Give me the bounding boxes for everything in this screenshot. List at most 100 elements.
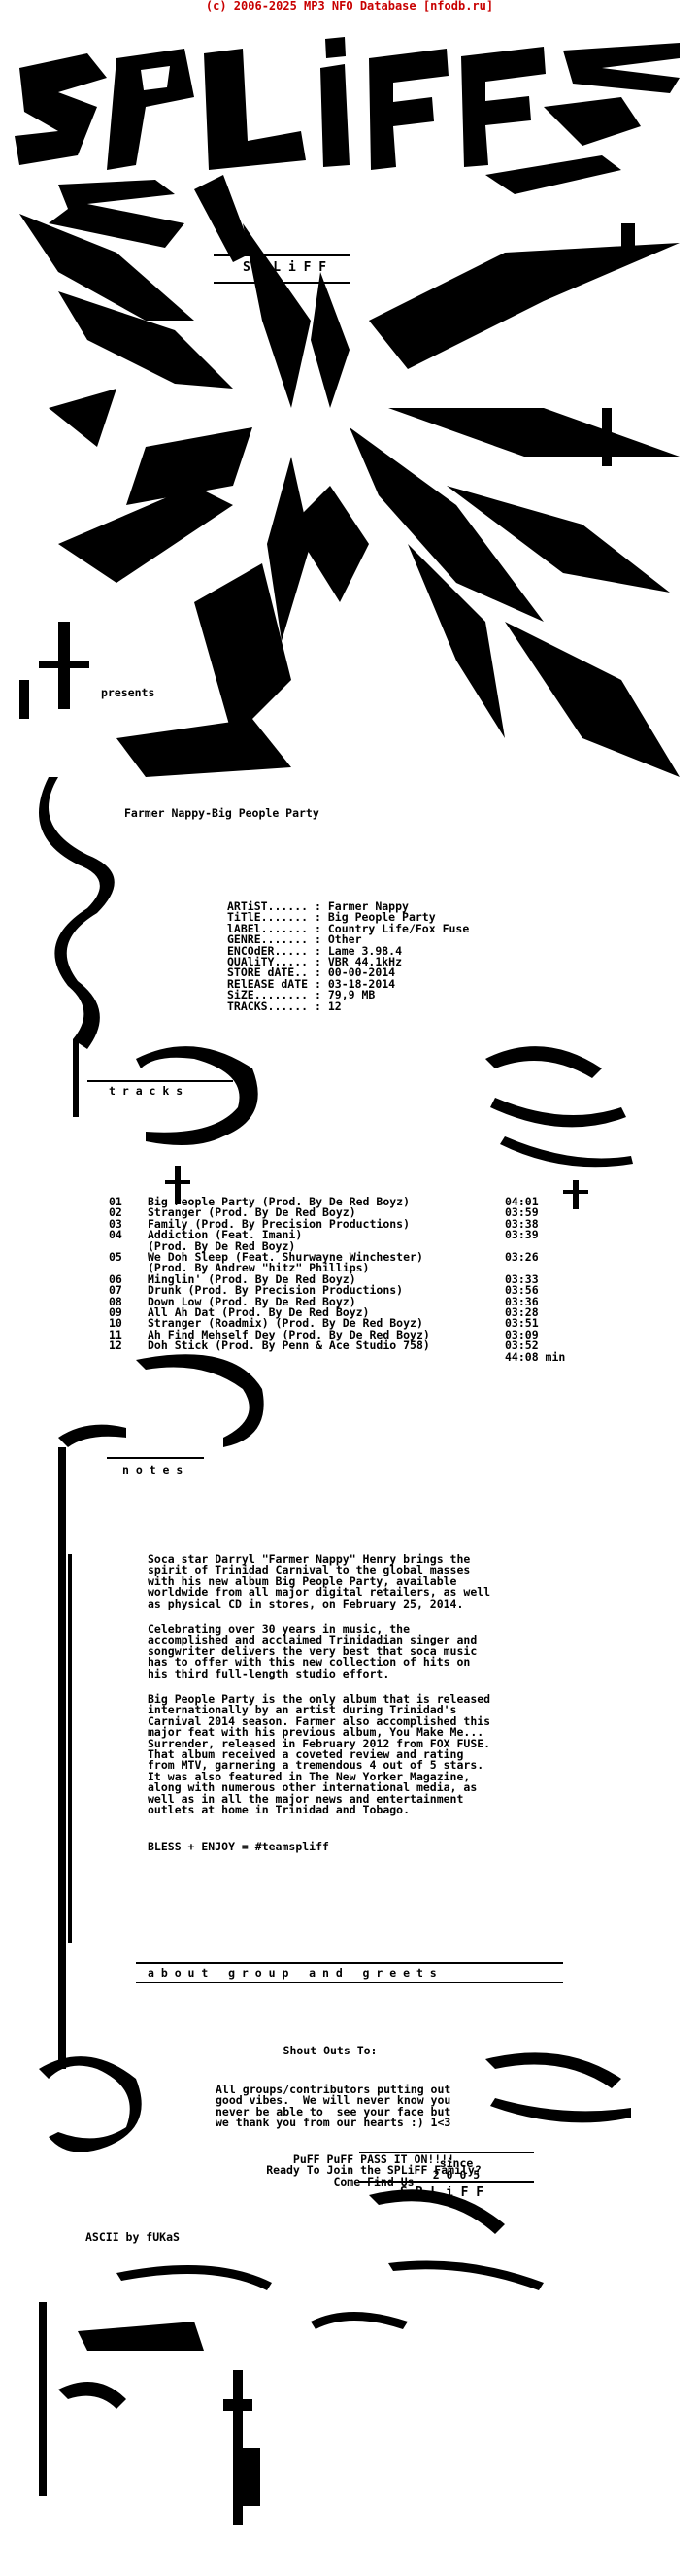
info-value: Lame 3.98.4 [327, 943, 403, 958]
greets-body: All groups/contributors putting out good… [216, 2083, 451, 2130]
info-row: lABEl....... : Country Life/Fox Fuse [227, 921, 470, 935]
track-row: 03 Family (Prod. By Precision Productions… [109, 1216, 614, 1231]
info-row: QUAliTY..... : VBR 44.1kHz [227, 955, 403, 969]
track-number: 07 [109, 1283, 122, 1298]
info-value: Country Life/Fox Fuse [327, 921, 470, 935]
info-label: ARTiST...... [227, 899, 309, 913]
track-row: 02 Stranger (Prod. By De Red Boyz) 03:59 [109, 1205, 614, 1220]
greets-heading: Shout Outs To: [283, 2044, 378, 2057]
track-time: 03:56 [505, 1283, 539, 1298]
notes-paragraph: Celebrating over 30 years in music, the … [148, 1622, 478, 1680]
track-row: 08 Down Low (Prod. By De Red Boyz) 03:36 [109, 1294, 614, 1308]
info-row: ARTiST...... : Farmer Nappy [227, 899, 409, 913]
track-title: Minglin' (Prod. By De Red Boyz) [148, 1271, 356, 1286]
track-time: 03:33 [505, 1271, 539, 1286]
info-label: GENRE....... [227, 932, 309, 947]
notes-signoff: BLESS + ENJOY = #teamspliff [148, 1840, 329, 1853]
track-title: (Prod. By Andrew "hitz" Phillips) [148, 1261, 370, 1275]
copyright-header: (c) 2006-2025 MP3 NFO Database [nfodb.ru… [205, 0, 494, 13]
track-row: (Prod. By Andrew "hitz" Phillips) [109, 1261, 614, 1275]
track-title: We Doh Sleep (Feat. Shurwayne Winchester… [148, 1250, 423, 1265]
info-label: lABEl....... [227, 921, 309, 935]
info-value: Farmer Nappy [327, 899, 409, 913]
track-time: 03:09 [505, 1327, 539, 1341]
info-row: TRACKS...... : 12 [227, 999, 342, 1013]
track-title: Big People Party (Prod. By De Red Boyz) [148, 1195, 411, 1208]
presents-label: presents [101, 686, 155, 699]
track-title: Doh Stick (Prod. By Penn & Ace Studio 75… [148, 1339, 430, 1353]
track-number: 06 [109, 1271, 122, 1286]
track-row: (Prod. By De Red Boyz) [109, 1238, 614, 1253]
since-year: 2 0 0 5 [432, 2168, 481, 2182]
info-block: ARTiST...... : Farmer Nappy TiTlE.......… [227, 899, 470, 1013]
track-number: 04 [109, 1228, 122, 1242]
pass-it-on: PuFF PuFF PASS IT ON!!!! Ready To Join t… [266, 2152, 482, 2188]
info-label: SiZE........ [227, 988, 309, 1002]
track-number: 08 [109, 1294, 122, 1308]
track-number: 05 [109, 1250, 122, 1265]
info-label: STORE dATE.. [227, 966, 309, 980]
info-label: ENCOdER..... [227, 943, 309, 958]
track-time: 03:26 [505, 1250, 539, 1265]
track-row: 09 All Ah Dat (Prod. By De Red Boyz) 03:28 [109, 1305, 614, 1320]
track-time: 03:39 [505, 1228, 539, 1242]
info-value: Other [327, 932, 362, 947]
info-value: 12 [327, 999, 342, 1013]
info-row: SiZE........ : 79,9 MB [227, 988, 376, 1002]
info-value: 79,9 MB [327, 988, 376, 1002]
track-number: 10 [109, 1316, 122, 1331]
brand-name-top: S P L i F F [243, 260, 327, 275]
track-row: 05 We Doh Sleep (Feat. Shurwayne Winchest… [109, 1250, 614, 1265]
info-label: TRACKS...... [227, 999, 309, 1013]
track-time: 03:59 [505, 1205, 539, 1220]
track-number: 02 [109, 1205, 122, 1220]
track-title: Ah Find Mehself Dey (Prod. By De Red Boy… [148, 1327, 430, 1341]
tracks-heading: t r a c k s [109, 1084, 183, 1098]
section-rules [87, 254, 563, 2183]
track-title: Stranger (Roadmix) (Prod. By De Red Boyz… [148, 1316, 423, 1331]
info-row: GENRE....... : Other [227, 932, 362, 947]
track-time: 04:01 [505, 1195, 539, 1208]
ascii-credit: ASCII by fUKaS [85, 2230, 180, 2244]
track-row: 04 Addiction (Feat. Imani) 03:39 [109, 1228, 614, 1242]
track-row: 01 Big People Party (Prod. By De Red Boyz… [109, 1195, 614, 1208]
info-value: 00-00-2014 [327, 966, 396, 980]
track-title: All Ah Dat (Prod. By De Red Boyz) [148, 1305, 370, 1320]
track-row: 07 Drunk (Prod. By Precision Productions)… [109, 1283, 614, 1298]
track-number: 01 [109, 1195, 122, 1208]
tracklist: 01 Big People Party (Prod. By De Red Boyz… [109, 1195, 614, 1363]
track-row: 11 Ah Find Mehself Dey (Prod. By De Red B… [109, 1327, 614, 1341]
info-label: QUAliTY..... [227, 955, 309, 969]
notes-heading: n o t e s [122, 1463, 183, 1476]
track-time: 03:28 [505, 1305, 539, 1320]
track-time: 03:36 [505, 1294, 539, 1308]
info-value: Big People Party [327, 910, 436, 925]
about-heading: a b o u t g r o u p a n d g r e e t s [148, 1966, 437, 1980]
track-title: Stranger (Prod. By De Red Boyz) [148, 1205, 356, 1220]
info-label: RElEASE dATE [227, 976, 309, 991]
track-number: 09 [109, 1305, 122, 1320]
track-title: Drunk (Prod. By Precision Productions) [148, 1283, 404, 1298]
info-label: TiTlE....... [227, 910, 309, 925]
info-value: 03-18-2014 [327, 976, 396, 991]
track-title: Down Low (Prod. By De Red Boyz) [148, 1294, 356, 1308]
notes-paragraph: Big People Party is the only album that … [148, 1692, 491, 1817]
vine-decor-art [39, 777, 633, 2525]
info-row: STORE dATE.. : 00-00-2014 [227, 966, 396, 980]
info-row: ENCOdER..... : Lame 3.98.4 [227, 943, 403, 958]
info-row: TiTlE....... : Big People Party [227, 910, 436, 925]
since-label: since [439, 2156, 474, 2170]
info-value: VBR 44.1kHz [327, 955, 403, 969]
track-time: 03:52 [505, 1339, 539, 1353]
track-number: 11 [109, 1327, 122, 1341]
track-row: 06 Minglin' (Prod. By De Red Boyz) 03:33 [109, 1271, 614, 1286]
info-row: RElEASE dATE : 03-18-2014 [227, 976, 396, 991]
track-number: 03 [109, 1216, 122, 1231]
track-title: Family (Prod. By Precision Productions) [148, 1216, 411, 1231]
track-time: 03:51 [505, 1316, 539, 1331]
track-title: Addiction (Feat. Imani) [148, 1228, 303, 1242]
track-title: (Prod. By De Red Boyz) [148, 1238, 296, 1253]
brand-name-footer: S P L i F F [400, 2186, 484, 2200]
